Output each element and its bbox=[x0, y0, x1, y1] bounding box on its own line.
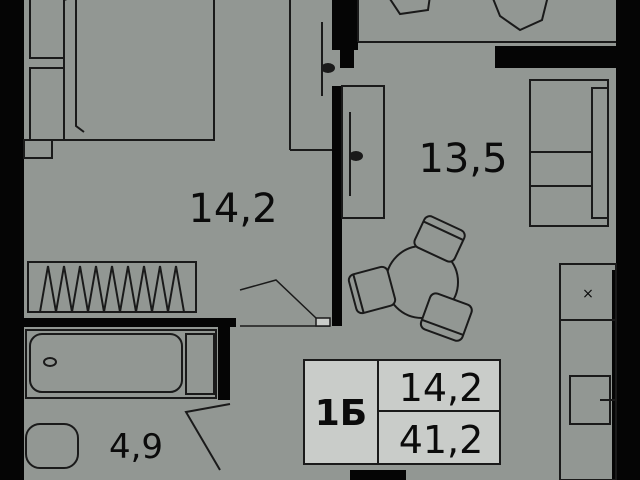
room-lines bbox=[289, 0, 616, 151]
wardrobe-handle bbox=[321, 63, 335, 73]
bathtub-ledge bbox=[185, 333, 215, 395]
wardrobe bbox=[321, 22, 385, 219]
total-area-value: 41,2 bbox=[399, 418, 484, 462]
dining-set bbox=[347, 215, 473, 342]
wall-right-outer bbox=[616, 0, 640, 480]
bed bbox=[23, 0, 215, 159]
stove-icon: × bbox=[582, 286, 594, 302]
bedroom-door bbox=[239, 279, 331, 327]
top-chairs bbox=[389, 0, 549, 32]
wall-top-center bbox=[332, 0, 358, 50]
wall-kitchen bbox=[612, 270, 616, 480]
bath-area-label: 4,9 bbox=[109, 427, 163, 467]
bathroom bbox=[25, 329, 231, 471]
chair-top-left bbox=[389, 0, 431, 16]
bath-door-swing bbox=[184, 403, 231, 471]
chair-north bbox=[413, 215, 466, 263]
living-area-label: 13,5 bbox=[418, 136, 507, 182]
tv-knob bbox=[349, 151, 363, 161]
bathtub-outer bbox=[25, 329, 217, 399]
door-swing bbox=[239, 279, 317, 319]
wall-bath-right bbox=[218, 318, 230, 400]
living-area-value: 14,2 bbox=[399, 366, 484, 410]
tv-unit bbox=[341, 85, 385, 219]
radiator-zigzag bbox=[39, 265, 185, 313]
counter bbox=[559, 263, 617, 480]
wall-left-outer bbox=[0, 0, 24, 480]
kitchen bbox=[559, 263, 617, 480]
sofa bbox=[529, 79, 609, 227]
apartment-type-label: 1Б bbox=[315, 393, 368, 434]
door-post bbox=[315, 317, 331, 327]
bathtub-drain bbox=[43, 357, 57, 367]
nightstand bbox=[23, 139, 53, 159]
radiator bbox=[27, 261, 197, 313]
chair-top-right bbox=[492, 0, 549, 32]
chair-west bbox=[347, 265, 397, 315]
pillow-top bbox=[29, 0, 65, 59]
radiator-frame bbox=[27, 261, 197, 313]
chair-south bbox=[419, 292, 473, 342]
bathtub-inner bbox=[29, 333, 183, 393]
wall-living-top bbox=[495, 46, 616, 68]
wall-bottom-door bbox=[350, 470, 406, 480]
blanket-fold bbox=[64, 0, 85, 133]
toilet bbox=[25, 423, 79, 469]
wall-center-vertical bbox=[332, 86, 342, 326]
bedroom-area-label: 14,2 bbox=[188, 186, 277, 232]
apartment-info-box: 1Б 14,2 41,2 bbox=[303, 359, 501, 465]
wall-center-stub bbox=[340, 50, 354, 68]
wall-bedroom-bath bbox=[24, 318, 236, 327]
